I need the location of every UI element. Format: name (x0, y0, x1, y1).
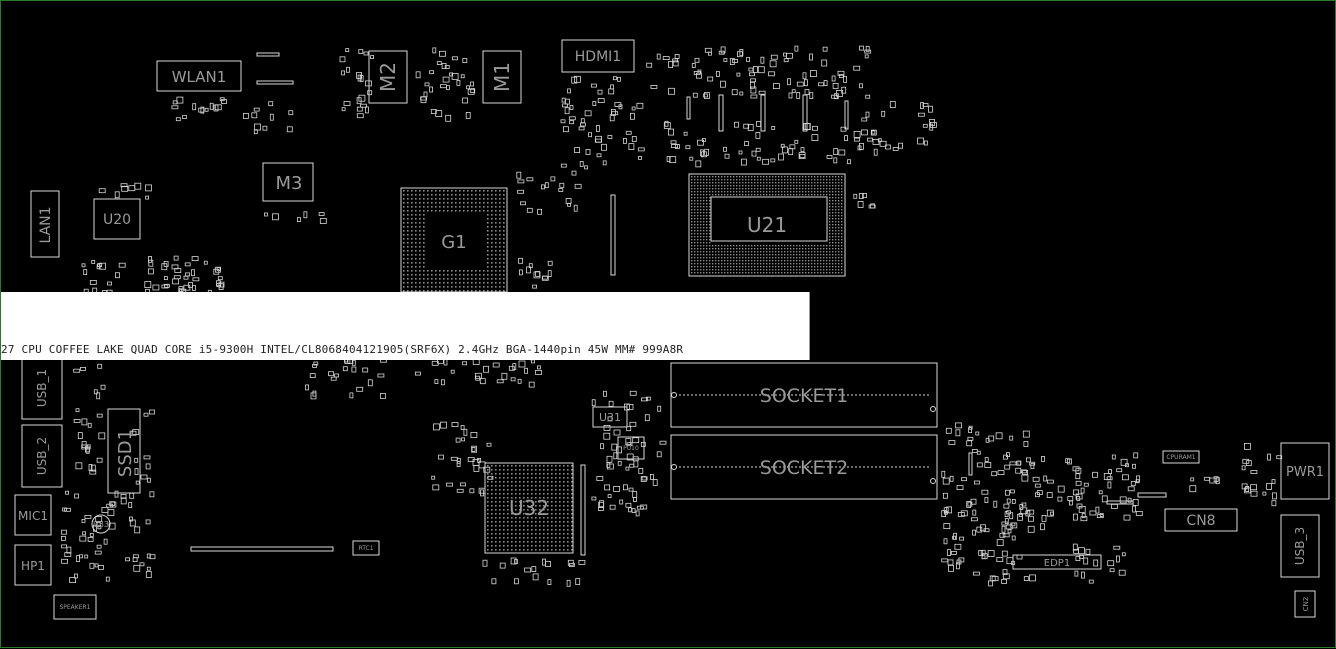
edp1-outline[interactable] (1012, 554, 1102, 570)
usb2-outline[interactable] (21, 424, 63, 488)
cpuram-label: CPURAM1 (1166, 454, 1195, 461)
cn2-label: CN2 (1302, 597, 1310, 612)
usb2-label: USB_2 (35, 437, 49, 475)
u31-label: U31 (599, 411, 621, 424)
speaker1-outline[interactable] (53, 594, 97, 620)
mic1-label: MIC1 (18, 509, 48, 523)
m3-outline[interactable] (262, 162, 314, 202)
m3-label: M3 (276, 173, 303, 194)
usb1-label: USB_1 (35, 369, 49, 407)
cn2-outline[interactable] (1294, 590, 1316, 618)
usb3-label: USB_3 (1293, 527, 1307, 565)
pu10-label: PU10 (623, 445, 639, 452)
m2-outline[interactable] (368, 50, 408, 104)
speaker1-label: SPEAKER1 (59, 604, 90, 611)
mic1-outline[interactable] (14, 494, 52, 536)
socket1-label: SOCKET1 (760, 385, 848, 407)
m1-outline[interactable] (482, 50, 522, 104)
pwr1-outline[interactable] (1280, 442, 1330, 500)
edp1-label: EDP1 (1044, 558, 1070, 569)
bga-pads (403, 176, 843, 551)
u21-label: U21 (747, 213, 787, 237)
lan1-outline[interactable] (30, 190, 60, 258)
hp1-label: HP1 (21, 559, 45, 573)
u33-label: U33 (93, 520, 109, 529)
usb3-outline[interactable] (1280, 514, 1320, 578)
socket2-label: SOCKET2 (760, 457, 848, 479)
u20-outline[interactable] (93, 198, 141, 240)
u32-outline[interactable] (484, 462, 574, 554)
pwr1-label: PWR1 (1286, 465, 1324, 480)
u32-label: U32 (509, 496, 549, 520)
wlan1-outline[interactable] (156, 60, 242, 92)
ssd1-outline[interactable] (107, 408, 141, 494)
m2-label: M2 (376, 62, 400, 92)
ssd1-label: SSD1 (115, 429, 136, 477)
hdmi1-label: HDMI1 (575, 49, 621, 65)
u20-label: U20 (103, 212, 131, 228)
g1-label: G1 (441, 232, 466, 253)
wlan1-label: WLAN1 (172, 68, 227, 86)
rtc1-label: RTC1 (358, 545, 373, 552)
cn8-label: CN8 (1186, 513, 1215, 529)
u33-outline[interactable] (91, 514, 111, 534)
u31-outline[interactable] (592, 406, 628, 428)
pu10-outline[interactable] (617, 436, 645, 460)
cpuram-outline[interactable] (1162, 450, 1200, 464)
rtc1-outline[interactable] (352, 540, 380, 556)
tooltip-text: 27 CPU COFFEE LAKE QUAD CORE i5-9300H IN… (1, 343, 684, 356)
hdmi1-outline[interactable] (561, 39, 635, 73)
cn8-outline[interactable] (1164, 508, 1238, 532)
lan1-label: LAN1 (38, 206, 54, 243)
component-tooltip: 27 CPU COFFEE LAKE QUAD CORE i5-9300H IN… (1, 292, 810, 360)
m1-label: M1 (490, 62, 514, 92)
hp1-outline[interactable] (14, 544, 52, 586)
u21-outline[interactable] (688, 173, 846, 277)
